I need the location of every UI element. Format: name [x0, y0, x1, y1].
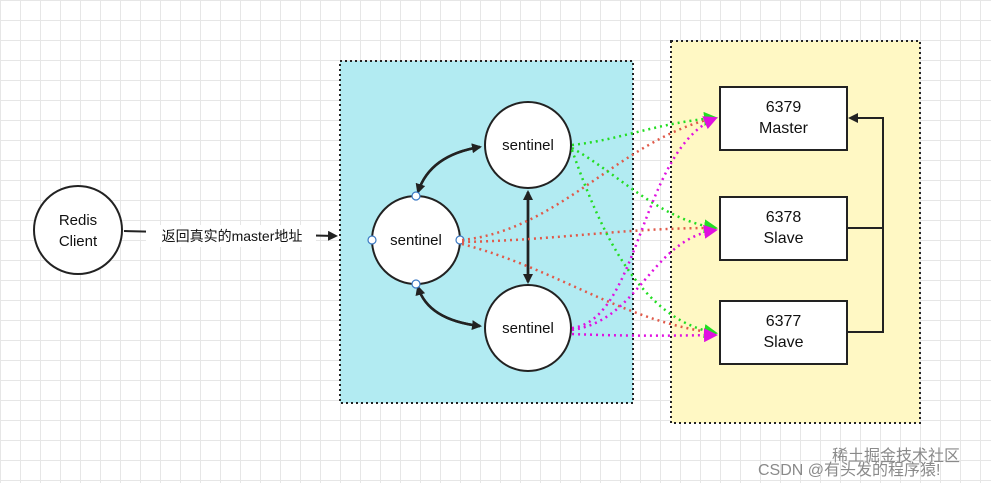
slave1-label: 6378 Slave [720, 207, 847, 249]
sentinel-top-label: sentinel [502, 137, 554, 154]
sentinel-link-left-bottom-back [415, 285, 481, 328]
green-link-top-slave1 [571, 146, 718, 234]
client-label-line1: Redis [58, 212, 98, 229]
green-link-top-master [571, 111, 718, 147]
master-port: 6379 [765, 99, 802, 116]
sentinel-link-left-top-back [415, 145, 481, 194]
handle-top [411, 191, 421, 201]
watermark-line1: 稀土掘金技术社区 [832, 448, 961, 465]
client-label: Redis Client [44, 210, 112, 252]
slave1-port: 6378 [765, 209, 802, 226]
handle-left [367, 235, 377, 245]
edge-label-bg [146, 225, 316, 247]
client-label-line2: Client [58, 233, 98, 250]
handle-bottom [411, 279, 421, 289]
sentinel-bottom-label: sentinel [502, 320, 554, 337]
sentinel-top-node [484, 101, 572, 189]
replication-slave2 [847, 113, 884, 333]
red-link-left-slave2 [461, 242, 715, 335]
red-link-left-master [461, 116, 715, 242]
master-box [719, 86, 848, 151]
slave1-role: Slave [763, 230, 804, 247]
watermark-line2: CSDN @有头发的程序猿! [758, 462, 941, 479]
client-node [33, 185, 123, 275]
slave2-port: 6377 [765, 313, 802, 330]
sentinel-left-label: sentinel [390, 232, 442, 249]
sentinel-bottom-node [484, 284, 572, 372]
slave2-box [719, 300, 848, 365]
edge-label: 返回真实的master地址 [161, 228, 303, 244]
slave2-label: 6377 Slave [720, 311, 847, 353]
slave2-role: Slave [763, 334, 804, 351]
magenta-link-bottom-slave1 [571, 224, 718, 332]
master-role: Master [759, 120, 808, 137]
red-link-left-slave1 [461, 226, 715, 244]
master-label: 6379 Master [720, 97, 847, 139]
